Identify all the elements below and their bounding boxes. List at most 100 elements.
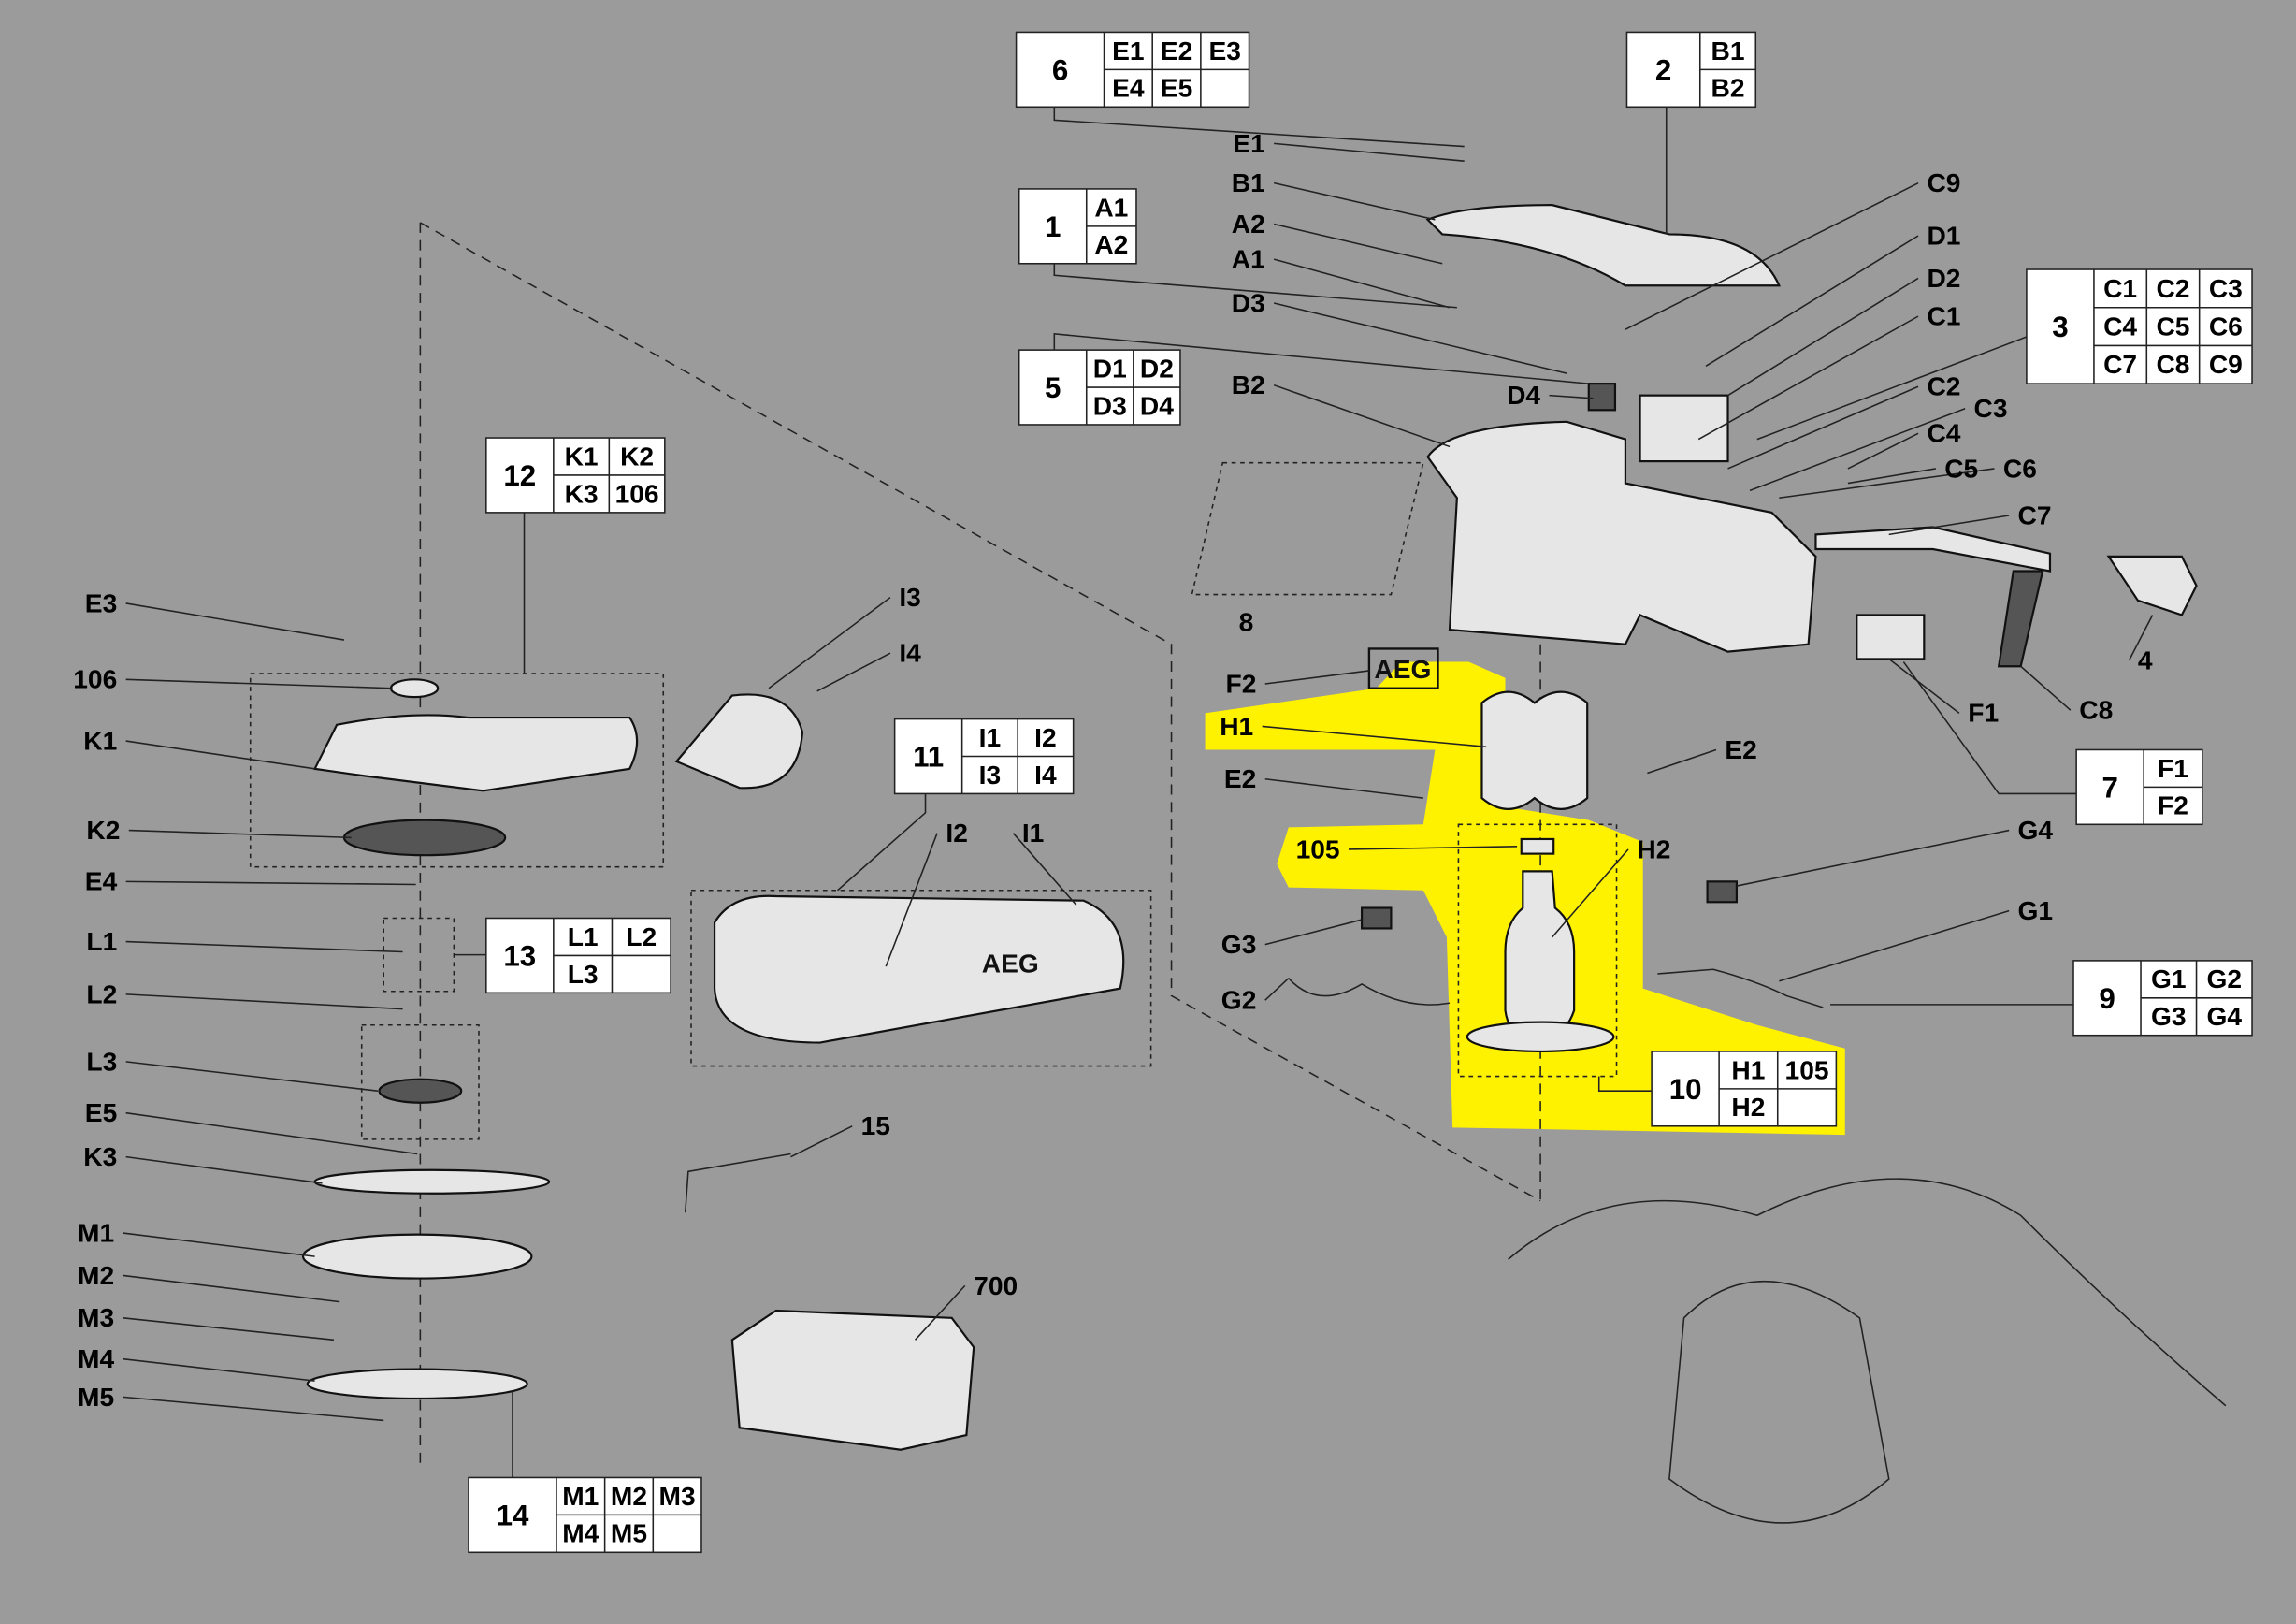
callout-label-m5: M5: [78, 1382, 114, 1412]
callout-label-c4: C4: [1927, 418, 1960, 448]
leader-line: [123, 1317, 335, 1341]
callout-label-15: 15: [861, 1110, 890, 1140]
fan-k2-part: [342, 819, 507, 857]
kit-leader-line: [837, 793, 927, 892]
kit-part-cell: M4: [562, 1518, 599, 1548]
pad-bearing-l3-part: [378, 1078, 463, 1104]
kit-part-cell: H1: [1731, 1054, 1765, 1084]
leader-line: [1348, 846, 1518, 850]
callout-label-i2: I2: [946, 818, 967, 848]
kit-part-cell: F1: [2158, 753, 2188, 783]
kit-part-cell: C2: [2156, 273, 2189, 303]
kit-part-cell: D3: [1093, 390, 1127, 420]
leader-line: [1749, 408, 1966, 492]
callout-label-b2: B2: [1232, 370, 1265, 399]
callout-label-h2: H2: [1637, 834, 1670, 863]
kit-leader-line: [1053, 107, 1465, 148]
callout-label-f2: F2: [1225, 668, 1256, 698]
kit-part-cell: C8: [2156, 349, 2189, 379]
callout-label-e2: E2: [1725, 734, 1756, 764]
kit-part-cell: I2: [1034, 722, 1056, 752]
cord-protector-c8-part: [1997, 570, 2044, 668]
leader-line: [1625, 181, 1919, 330]
callout-label-k2: K2: [86, 815, 120, 845]
dust-adapter-i3-part: [674, 693, 804, 790]
callout-label-i1: I1: [1022, 818, 1044, 848]
kit-part-cell: M2: [611, 1481, 647, 1511]
leader-line: [128, 829, 352, 839]
leader-line: [123, 1232, 315, 1257]
kit-part-cell: K3: [565, 478, 599, 508]
kit-part-cell: D1: [1093, 353, 1127, 383]
leader-line: [1264, 778, 1423, 799]
armature-fan-part: [1466, 1021, 1615, 1053]
leader-line: [1274, 142, 1465, 162]
bearing-105-part: [1520, 837, 1555, 855]
callout-label-i4: I4: [899, 638, 921, 668]
callout-label-l1: L1: [86, 926, 117, 956]
base-housing-k1-part: [312, 714, 639, 792]
kit-part-cell: A2: [1094, 229, 1128, 259]
kit-part-cell: K2: [620, 441, 654, 471]
callout-label-e2: E2: [1224, 763, 1256, 793]
kit-part-cell: M5: [611, 1518, 647, 1548]
callout-label-g4: G4: [2018, 815, 2054, 845]
leader-line: [125, 993, 403, 1010]
plate-k3-part: [313, 1168, 551, 1195]
kit-number: 11: [913, 740, 944, 773]
callout-label-c8: C8: [2079, 695, 2113, 725]
carbon-brush-g4-part: [1706, 880, 1739, 904]
kit-leader-line: [1597, 1076, 1653, 1092]
wiring-overview-part: [1508, 1178, 2227, 1524]
kit-part-cell: C6: [2209, 311, 2243, 341]
callout-label-g1: G1: [2018, 895, 2054, 925]
leader-line: [1888, 658, 1960, 714]
kit-leader-line: [1053, 263, 1457, 309]
leader-line: [1273, 258, 1451, 309]
kit-part-cell: B1: [1711, 36, 1745, 65]
kit-part-cell: G3: [2151, 1001, 2187, 1031]
kit-part-cell: K1: [565, 441, 599, 471]
parts-drawing: [302, 204, 2227, 1524]
leader-line: [125, 940, 403, 953]
leader-line: [885, 833, 938, 967]
leader-line: [1273, 181, 1436, 221]
callout-label-105: 105: [1296, 834, 1340, 863]
leader-line: [125, 1111, 418, 1155]
leader-line: [1549, 394, 1594, 399]
leader-line: [125, 602, 345, 641]
callout-label-m4: M4: [78, 1343, 114, 1373]
kit-leader-line: [1756, 336, 2028, 441]
leader-line: [1264, 670, 1370, 685]
kit-part-cell: L3: [568, 959, 599, 989]
leader-lines: [123, 142, 2154, 1422]
kit-number: 2: [1655, 53, 1671, 86]
leader-line: [1273, 223, 1443, 265]
kit-part-cell: I4: [1034, 760, 1057, 790]
leader-line: [1779, 909, 2010, 982]
field-coil-part: [1480, 690, 1589, 810]
plate-f1-part: [1856, 614, 1926, 660]
handle-cover-part: [1425, 204, 1781, 287]
kit-number: 6: [1052, 53, 1068, 86]
kit-part-cell: D2: [1140, 353, 1174, 383]
callout-label-g3: G3: [1221, 929, 1257, 959]
kit-number: 9: [2099, 982, 2115, 1015]
callout-label-4: 4: [2138, 645, 2153, 674]
kit-part-cell: 105: [1785, 1054, 1829, 1084]
sanding-disc-m4-part: [306, 1368, 528, 1400]
kit-part-cell: A1: [1094, 192, 1128, 222]
callout-label-c1: C1: [1927, 301, 1960, 331]
leader-line: [1012, 833, 1077, 906]
kit-number: 1: [1045, 210, 1061, 243]
